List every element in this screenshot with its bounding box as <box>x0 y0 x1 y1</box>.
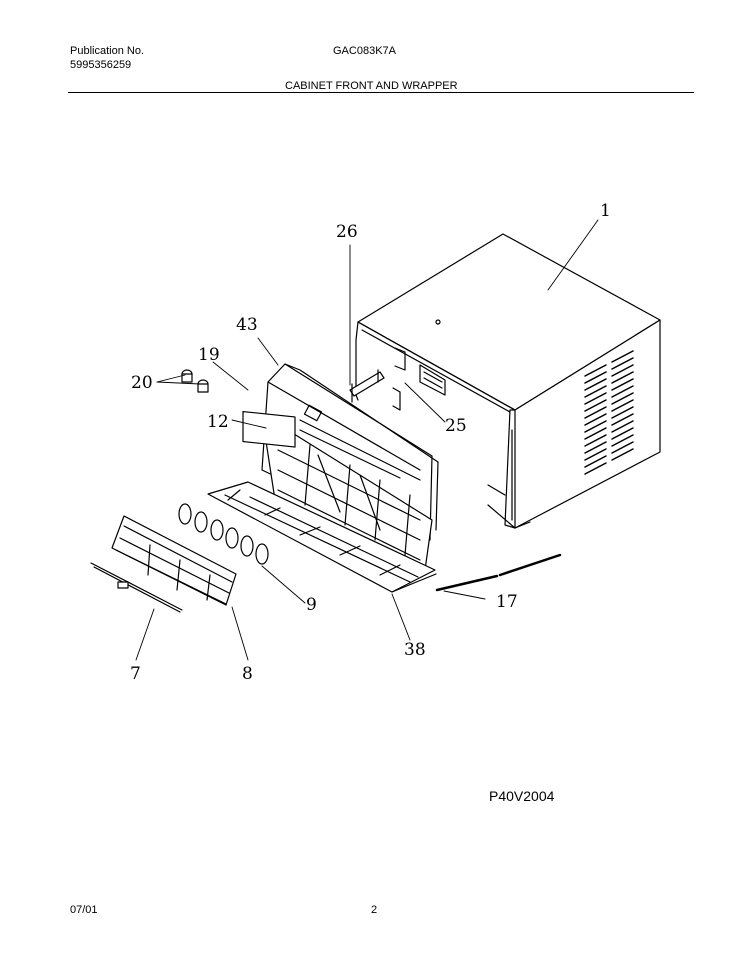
seal-strips-17 <box>435 553 562 592</box>
round-inserts-9 <box>178 503 269 565</box>
label-19 <box>242 410 296 448</box>
header-rule <box>68 92 694 93</box>
cabinet-wrapper <box>355 233 661 529</box>
callout-20: 20 <box>131 373 153 393</box>
drawing-code: P40V2004 <box>489 788 555 804</box>
publication-label: Publication No. <box>70 45 144 57</box>
callout-12: 12 <box>207 412 229 432</box>
callout-8: 8 <box>242 664 253 684</box>
model-number: GAC083K7A <box>333 45 396 57</box>
leader-lines <box>135 219 599 661</box>
section-title: CABINET FRONT AND WRAPPER <box>285 80 458 92</box>
base-tray <box>207 481 437 593</box>
callout-25: 25 <box>445 416 467 436</box>
page-number: 2 <box>371 904 378 916</box>
knobs-20 <box>181 369 209 393</box>
callout-17: 17 <box>496 592 518 612</box>
publication-number: 5995356259 <box>70 59 132 71</box>
bracket-26 <box>349 369 385 403</box>
louver-grille-8 <box>111 515 237 606</box>
footer-date: 07/01 <box>70 904 98 916</box>
callout-7: 7 <box>130 664 141 684</box>
callout-38: 38 <box>404 640 426 660</box>
callout-9: 9 <box>306 595 317 615</box>
callout-19: 19 <box>198 345 220 365</box>
callout-26: 26 <box>336 222 358 242</box>
callout-1: 1 <box>600 201 611 221</box>
rod-7 <box>90 562 183 613</box>
callout-43: 43 <box>236 315 258 335</box>
filter-grille <box>263 423 433 571</box>
